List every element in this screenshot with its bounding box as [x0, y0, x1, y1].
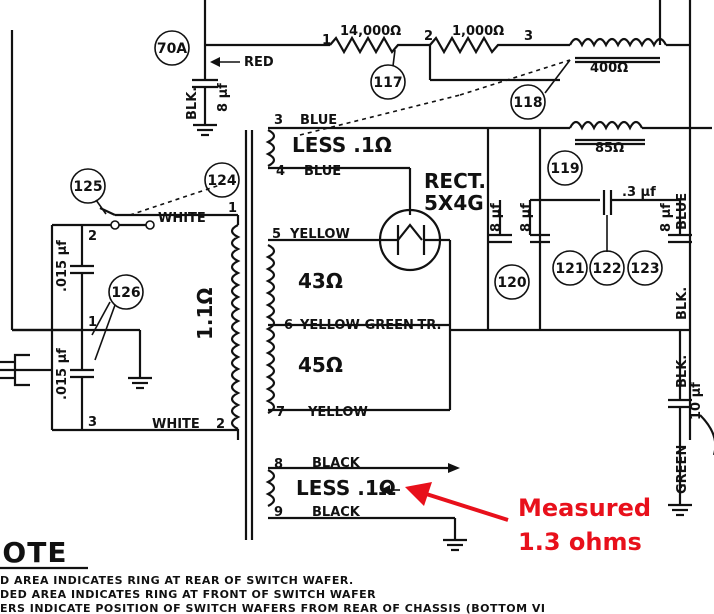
callout-122: 122 [592, 261, 621, 277]
note-title: NOTE [0, 536, 67, 569]
cap-123-label: 8 µf [659, 203, 674, 232]
node-2-label: 2 [424, 29, 433, 44]
callouts: 70A 117 118 119 120 121 122 123 124 125 … [70, 30, 663, 310]
blue-label-right: BLUE [675, 193, 690, 230]
pin-6-label: 6 [284, 318, 293, 333]
primary-ohms-label: 1.1Ω [193, 288, 217, 340]
white-label-top: WHITE [158, 211, 206, 226]
callout-70a: 70A [157, 41, 187, 57]
cap-10-label: 10 µf [689, 382, 704, 420]
blue-label-top: BLUE [300, 113, 337, 128]
less-top-label: LESS .1Ω [292, 133, 392, 157]
black-label-top: BLACK [312, 456, 361, 471]
coil-43-label: 43Ω [298, 269, 343, 293]
yellow-label-bottom: YELLOW [307, 405, 368, 420]
wiring [0, 0, 714, 552]
callout-125: 125 [73, 179, 102, 195]
resistor-14000-label: 14,000Ω [340, 24, 401, 39]
measurement-line1: Measured [518, 494, 651, 522]
note-line-2: DED AREA INDICATES RING AT FRONT OF SWIT… [0, 588, 376, 601]
component-labels: 14,000Ω 1,000Ω 1 2 3 400Ω 85Ω RED BLK. 8… [55, 24, 704, 520]
pin-7-label: 7 [276, 405, 285, 420]
measurement-line2: 1.3 ohms [518, 528, 642, 556]
callout-123: 123 [630, 261, 659, 277]
red-wire-label: RED [244, 55, 274, 70]
pin-2-label: 2 [216, 417, 225, 432]
cap-120-label: 8 µf [489, 203, 504, 232]
blue-label-bottom: BLUE [304, 164, 341, 179]
tube-label-line1: RECT. [424, 169, 486, 193]
callout-121: 121 [555, 261, 584, 277]
blk-label-right-bottom: BLK. [675, 355, 690, 388]
coil-400-label: 400Ω [590, 61, 628, 76]
measurement-annotation: Measured 1.3 ohms [405, 482, 651, 556]
callout-120: 120 [497, 275, 526, 291]
callout-117: 117 [373, 75, 402, 91]
pin-1-label: 1 [228, 201, 237, 216]
cap-122-label: .3 µf [622, 185, 656, 200]
blk-label-right-top: BLK. [675, 287, 690, 320]
switch-1-label: 1 [88, 315, 97, 330]
tube-label-line2: 5X4G [424, 191, 484, 215]
pin-3-label: 3 [274, 113, 283, 128]
node-1-label: 1 [322, 33, 331, 48]
pin-8-label: 8 [274, 457, 283, 472]
blk-label-70a: BLK. [185, 87, 200, 120]
yellow-green-label: YELLOW-GREEN-TR. [299, 318, 441, 333]
cap-015-top-label: .015 µf [55, 240, 70, 292]
pin-5-label: 5 [272, 227, 281, 242]
coil-85-label: 85Ω [595, 141, 624, 156]
note-line-3: ERS INDICATE POSITION OF SWITCH WAFERS F… [0, 602, 545, 614]
switch-2-label: 2 [88, 229, 97, 244]
callout-118: 118 [513, 95, 542, 111]
black-label-bottom: BLACK [312, 505, 361, 520]
white-label-bottom: WHITE [152, 417, 200, 432]
note-line-1: D AREA INDICATES RING AT REAR OF SWITCH … [0, 574, 354, 587]
note-section: NOTE D AREA INDICATES RING AT REAR OF SW… [0, 536, 545, 614]
pin-9-label: 9 [274, 505, 283, 520]
yellow-label-top: YELLOW [289, 227, 350, 242]
cap-70a-label: 8 µf [216, 83, 231, 112]
coil-45-label: 45Ω [298, 353, 343, 377]
resistor-1000-label: 1,000Ω [452, 24, 504, 39]
switch-3-label: 3 [88, 415, 97, 430]
callout-119: 119 [550, 161, 579, 177]
cap-121-label: 8 µf [519, 203, 534, 232]
green-label: GREEN [675, 445, 690, 494]
callout-124: 124 [207, 173, 236, 189]
callout-126: 126 [111, 285, 140, 301]
less-bottom-label: LESS .1Ω [296, 476, 396, 500]
pin-4-label: 4 [276, 164, 285, 179]
node-3-label: 3 [524, 29, 533, 44]
cap-015-bottom-label: .015 µf [55, 348, 70, 400]
